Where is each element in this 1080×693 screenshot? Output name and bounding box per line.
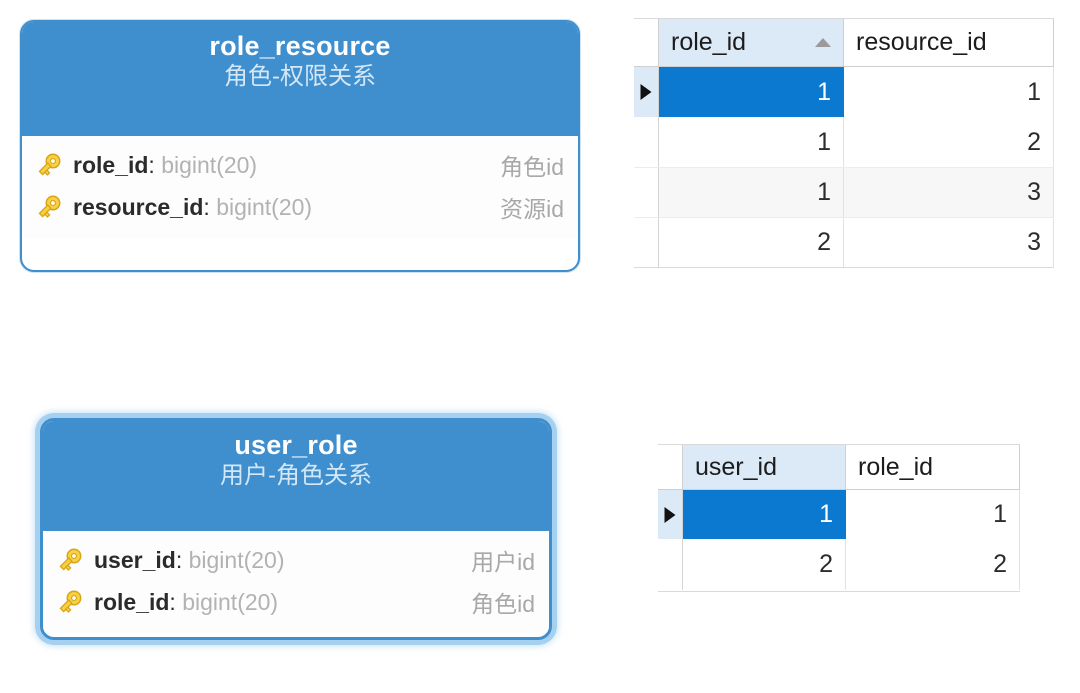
- grid-column-header-label: role_id: [858, 452, 934, 481]
- data-grid-user-role[interactable]: user_id role_id 1 1 2 2: [658, 444, 1020, 592]
- table-row[interactable]: 1 2: [634, 117, 1054, 167]
- entity-field-text: role_id: bigint(20): [73, 152, 488, 179]
- entity-field-separator: :: [148, 151, 162, 178]
- grid-row-selector[interactable]: [634, 117, 659, 167]
- table-row[interactable]: 2 3: [634, 217, 1054, 267]
- row-selector-triangle-icon: [664, 506, 676, 523]
- entity-subtitle: 角色-权限关系: [224, 63, 376, 91]
- key-icon: [38, 195, 61, 218]
- row-selector-triangle-icon: [640, 84, 652, 100]
- grid-gutter-header: [634, 19, 659, 66]
- grid-gutter-header: [658, 445, 683, 489]
- grid-column-header-label: role_id: [671, 28, 747, 56]
- grid-cell[interactable]: 2: [659, 218, 844, 267]
- data-grid-role-resource[interactable]: role_id resource_id 1 1 1 2 1 3 2 3: [634, 18, 1054, 268]
- entity-field-separator: :: [203, 193, 217, 220]
- entity-field-name: role_id: [94, 588, 170, 615]
- grid-column-header-role-id[interactable]: role_id: [846, 445, 1020, 489]
- grid-cell[interactable]: 1: [846, 490, 1020, 539]
- grid-cell[interactable]: 1: [683, 490, 846, 539]
- entity-field-comment: 用户id: [471, 549, 535, 575]
- entity-field-text: role_id: bigint(20): [94, 589, 459, 616]
- entity-header-role-resource: role_resource 角色-权限关系: [22, 22, 578, 136]
- grid-cell[interactable]: 1: [844, 67, 1054, 117]
- table-row[interactable]: 1 1: [658, 490, 1020, 539]
- entity-field-comment: 角色id: [471, 591, 535, 617]
- grid-cell[interactable]: 1: [659, 117, 844, 167]
- table-row[interactable]: 2 2: [658, 539, 1020, 590]
- entity-box-role-resource[interactable]: role_resource 角色-权限关系 role_id: bigint(20…: [20, 20, 580, 272]
- entity-field-text: resource_id: bigint(20): [73, 194, 488, 221]
- entity-field-separator: :: [169, 588, 183, 615]
- key-icon: [59, 548, 82, 571]
- entity-field-list-role-resource: role_id: bigint(20) 角色id resource_id: bi…: [22, 136, 578, 238]
- grid-cell[interactable]: 2: [846, 539, 1020, 590]
- entity-field-row[interactable]: role_id: bigint(20) 角色id: [55, 581, 535, 623]
- entity-header-user-role: user_role 用户-角色关系: [43, 421, 549, 531]
- grid-cell[interactable]: 3: [844, 218, 1054, 267]
- table-row[interactable]: 1 3: [634, 167, 1054, 217]
- key-icon: [38, 153, 61, 176]
- entity-subtitle: 用户-角色关系: [220, 462, 372, 490]
- entity-field-row[interactable]: user_id: bigint(20) 用户id: [55, 539, 535, 581]
- grid-row-selector[interactable]: [634, 218, 659, 267]
- grid-row-selector[interactable]: [658, 490, 683, 539]
- table-row[interactable]: 1 1: [634, 67, 1054, 117]
- grid-column-header-role-id[interactable]: role_id: [659, 19, 844, 66]
- entity-field-comment: 角色id: [500, 154, 564, 180]
- grid-row-selector[interactable]: [658, 539, 683, 590]
- grid-cell[interactable]: 3: [844, 168, 1054, 217]
- entity-field-type: bigint(20): [188, 546, 285, 573]
- entity-field-comment: 资源id: [500, 196, 564, 222]
- entity-field-row[interactable]: role_id: bigint(20) 角色id: [34, 144, 564, 186]
- entity-field-row[interactable]: resource_id: bigint(20) 资源id: [34, 186, 564, 228]
- entity-field-name: role_id: [73, 151, 149, 178]
- grid-cell[interactable]: 1: [659, 67, 844, 117]
- grid-row-selector[interactable]: [634, 168, 659, 217]
- entity-field-text: user_id: bigint(20): [94, 547, 459, 574]
- entity-field-type: bigint(20): [182, 588, 279, 615]
- entity-field-type: bigint(20): [216, 193, 313, 220]
- grid-cell[interactable]: 1: [659, 168, 844, 217]
- grid-cell[interactable]: 2: [683, 539, 846, 590]
- grid-column-header-user-id[interactable]: user_id: [683, 445, 846, 489]
- entity-title: user_role: [234, 430, 358, 460]
- sort-ascending-icon: [815, 38, 831, 47]
- key-icon: [59, 590, 82, 613]
- entity-box-user-role[interactable]: user_role 用户-角色关系 user_id: bigint(20) 用户…: [40, 418, 552, 640]
- grid-header-row: user_id role_id: [658, 445, 1020, 490]
- entity-field-list-user-role: user_id: bigint(20) 用户id role_id: bigint…: [43, 531, 549, 633]
- grid-column-header-resource-id[interactable]: resource_id: [844, 19, 1054, 66]
- entity-field-type: bigint(20): [161, 151, 258, 178]
- grid-column-header-label: resource_id: [856, 28, 987, 56]
- grid-cell[interactable]: 2: [844, 117, 1054, 167]
- entity-title: role_resource: [209, 31, 391, 61]
- entity-field-name: user_id: [94, 546, 176, 573]
- grid-row-selector[interactable]: [634, 67, 659, 117]
- grid-header-row: role_id resource_id: [634, 19, 1054, 67]
- grid-column-header-label: user_id: [695, 452, 777, 481]
- entity-field-separator: :: [175, 546, 189, 573]
- entity-field-name: resource_id: [73, 193, 204, 220]
